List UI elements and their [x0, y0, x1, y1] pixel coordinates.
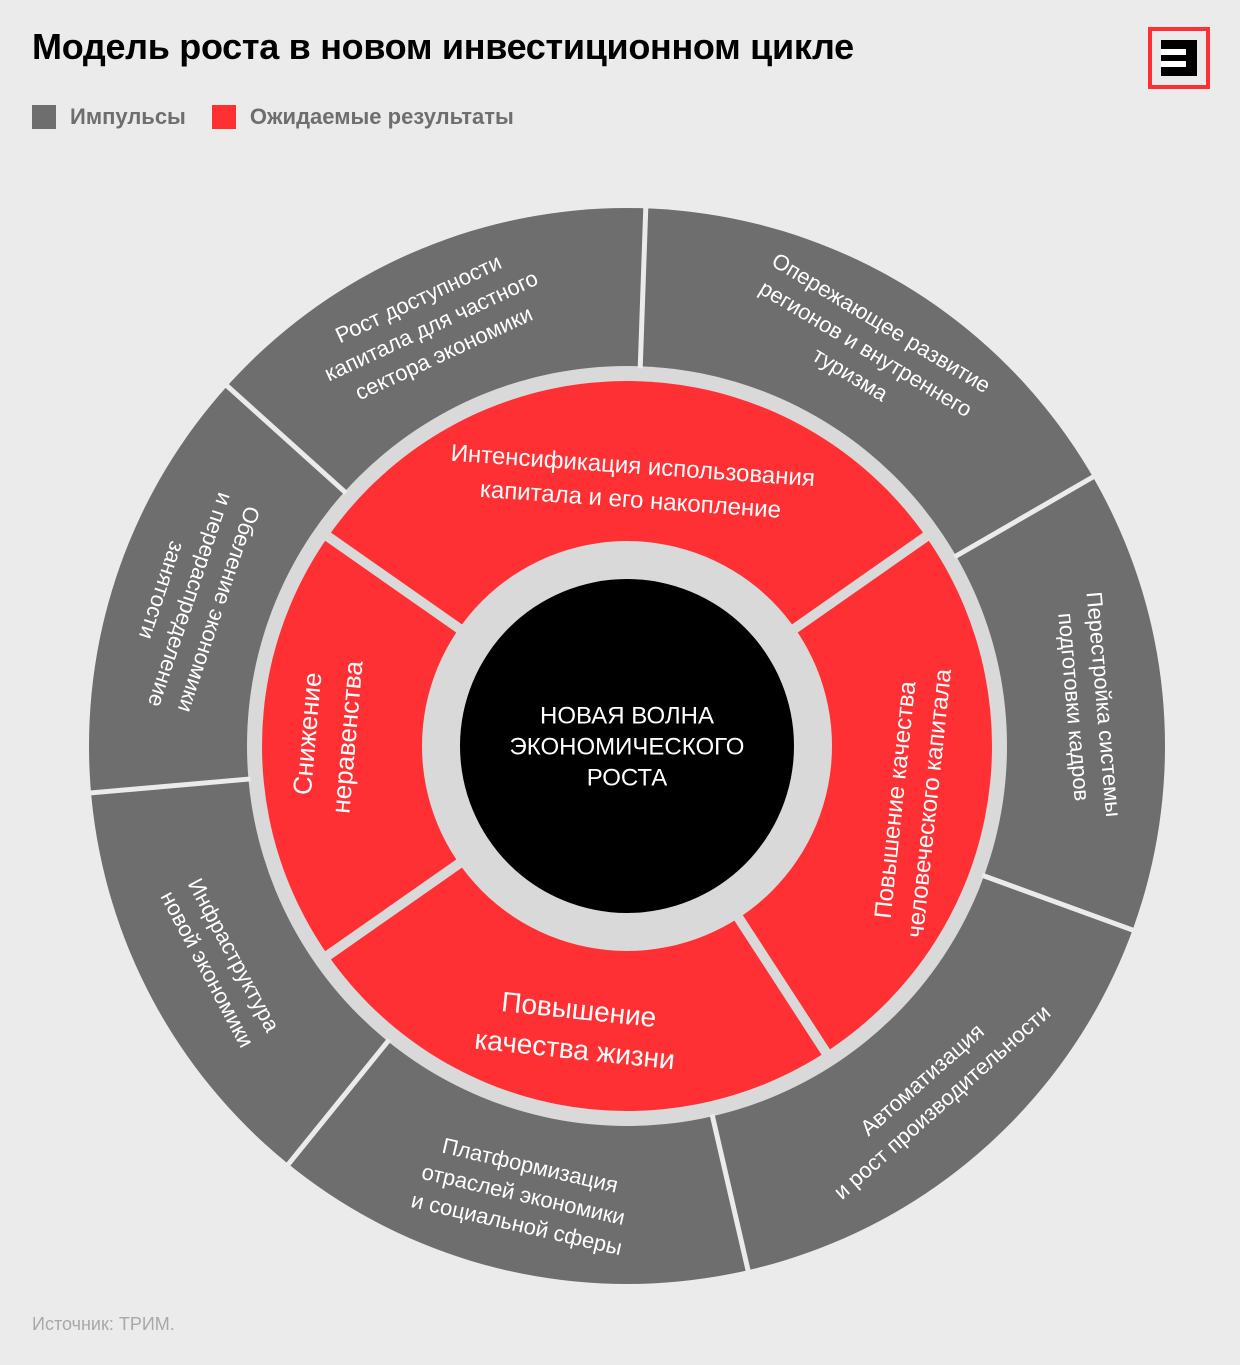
result-divider — [790, 531, 931, 634]
center-label-line: РОСТА — [587, 764, 668, 791]
result-divider — [733, 913, 832, 1057]
result-divider — [323, 531, 464, 634]
e-letter-logo-icon — [1148, 27, 1210, 89]
legend-swatch-impulses — [32, 105, 56, 129]
impulse-divider — [981, 872, 1136, 934]
legend-label-impulses: Импульсы — [70, 104, 186, 129]
center-label-line: НОВАЯ ВОЛНА — [540, 702, 714, 729]
page-title: Модель роста в новом инвестиционном цикл… — [32, 26, 854, 67]
legend-label-results: Ожидаемые результаты — [249, 104, 514, 129]
legend-swatch-results — [211, 105, 236, 129]
impulse-divider — [637, 206, 649, 369]
legend: Импульсы Ожидаемые результаты — [32, 104, 540, 130]
impulse-divider — [953, 473, 1096, 560]
impulse-divider — [88, 776, 251, 796]
legend-item-results: Ожидаемые результаты — [211, 104, 514, 130]
center-label: НОВАЯ ВОЛНА ЭКОНОМИЧЕСКОГО РОСТА — [510, 702, 745, 791]
result-divider — [323, 858, 464, 961]
impulse-divider — [285, 1038, 392, 1168]
center-label-line: ЭКОНОМИЧЕСКОГО — [510, 733, 745, 760]
legend-item-impulses: Импульсы — [32, 104, 186, 130]
impulse-divider — [709, 1113, 751, 1273]
impulse-divider — [224, 382, 348, 495]
center-circle — [460, 579, 794, 913]
source-note: Источник: ТРИМ. — [32, 1314, 175, 1334]
